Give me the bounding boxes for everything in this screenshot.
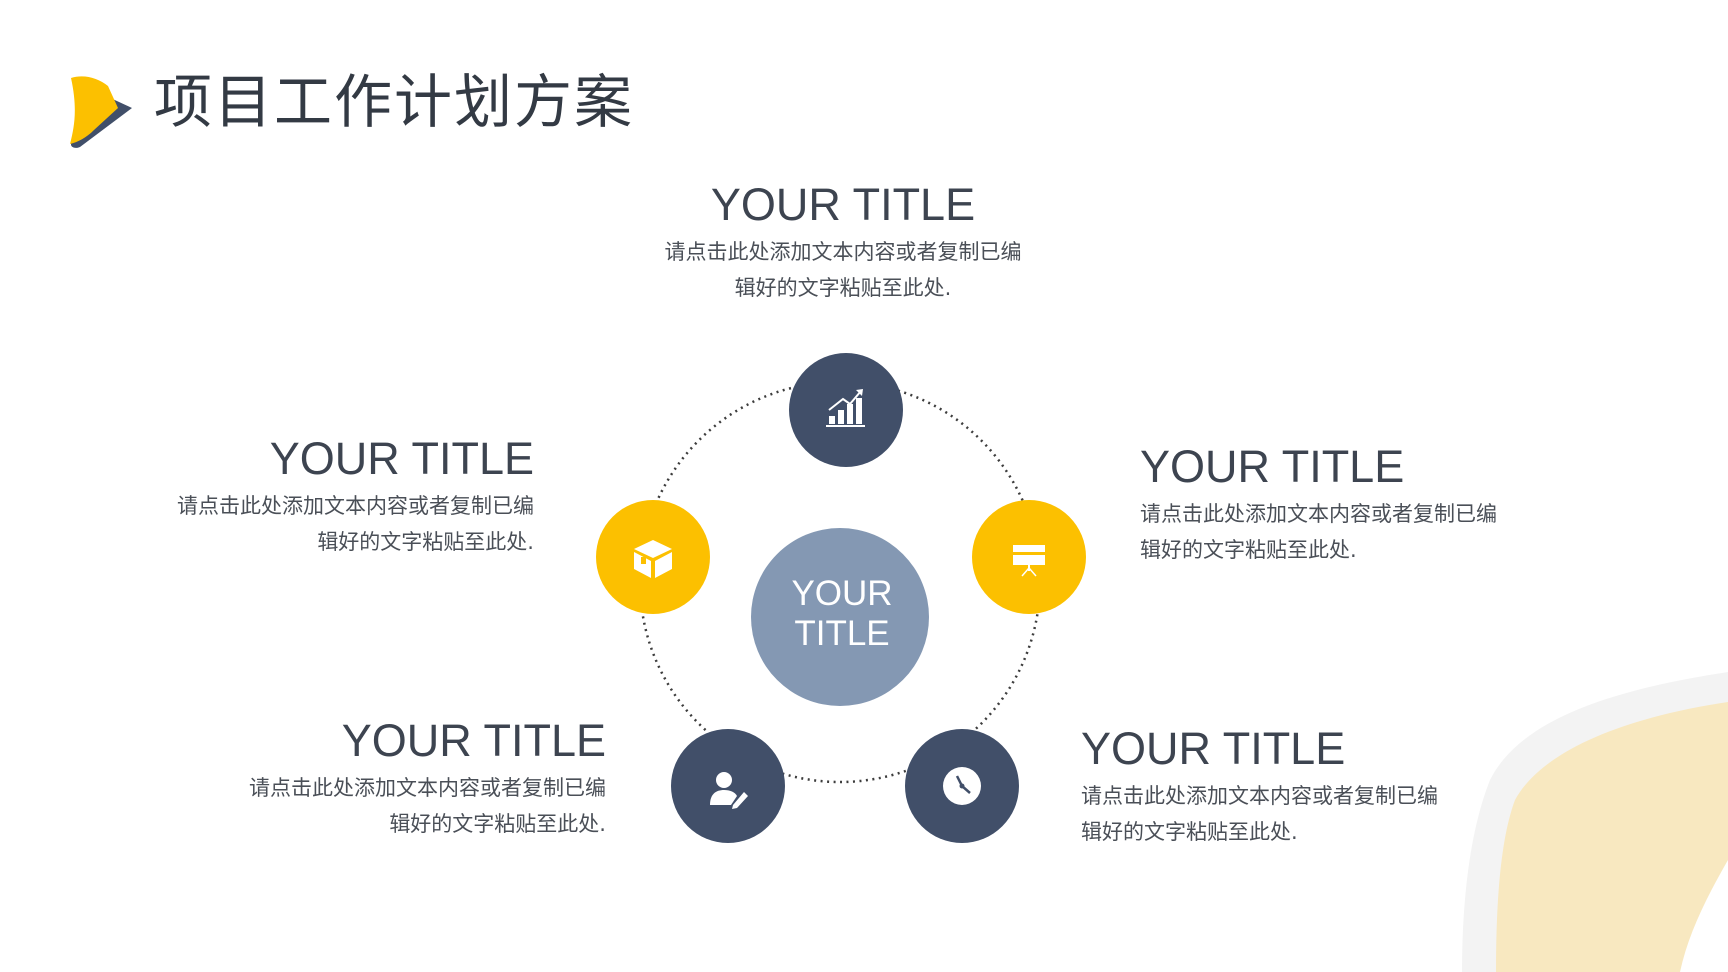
block-title: YOUR TITLE (710, 179, 976, 230)
description-line: 辑好的文字粘贴至此处. (1081, 820, 1298, 844)
description-line: 辑好的文字粘贴至此处. (1140, 538, 1357, 562)
block-description: 请点击此处添加文本内容或者复制已编 辑好的文字粘贴至此处. (658, 234, 1028, 306)
block-description: 请点击此处添加文本内容或者复制已编 辑好的文字粘贴至此处. (160, 488, 534, 560)
description-line: 辑好的文字粘贴至此处. (317, 530, 534, 554)
text-block-bottom-right: YOUR TITLE 请点击此处添加文本内容或者复制已编 辑好的文字粘贴至此处. (1081, 724, 1481, 850)
description-line: 请点击此处添加文本内容或者复制已编 (177, 494, 534, 518)
center-title-line2: TITLE (794, 614, 890, 653)
center-circle (751, 528, 929, 706)
node-right (972, 500, 1086, 614)
bar-chart-icon (826, 389, 865, 427)
description-line: 辑好的文字粘贴至此处. (389, 812, 606, 836)
center-title-line1: YOUR (791, 574, 893, 613)
description-line: 辑好的文字粘贴至此处. (734, 276, 952, 300)
node-bottom-right (905, 729, 1019, 843)
description-line: 请点击此处添加文本内容或者复制已编 (249, 776, 606, 800)
block-description: 请点击此处添加文本内容或者复制已编 辑好的文字粘贴至此处. (1081, 778, 1481, 850)
text-block-right: YOUR TITLE 请点击此处添加文本内容或者复制已编 辑好的文字粘贴至此处. (1140, 442, 1540, 568)
center-title: YOUR TITLE (752, 574, 932, 654)
block-title: YOUR TITLE (1140, 441, 1405, 492)
description-line: 请点击此处添加文本内容或者复制已编 (664, 240, 1022, 264)
logo-chevron-icon (70, 76, 132, 148)
block-description: 请点击此处添加文本内容或者复制已编 辑好的文字粘贴至此处. (232, 770, 606, 842)
user-edit-icon (710, 772, 748, 809)
text-block-top: YOUR TITLE 请点击此处添加文本内容或者复制已编 辑好的文字粘贴至此处. (658, 180, 1028, 306)
text-block-left: YOUR TITLE 请点击此处添加文本内容或者复制已编 辑好的文字粘贴至此处. (160, 434, 534, 560)
decor-blob-inner-slice (1680, 860, 1728, 972)
presentation-board-icon (1011, 545, 1047, 577)
description-line: 请点击此处添加文本内容或者复制已编 (1140, 502, 1497, 526)
block-description: 请点击此处添加文本内容或者复制已编 辑好的文字粘贴至此处. (1140, 496, 1540, 568)
clock-icon (943, 767, 981, 805)
node-top (789, 353, 903, 467)
node-bottom-left (671, 729, 785, 843)
decor-blob-inner (1496, 702, 1728, 972)
box-icon (634, 540, 672, 578)
block-title: YOUR TITLE (1081, 723, 1346, 774)
page-title: 项目工作计划方案 (154, 68, 635, 136)
block-title: YOUR TITLE (269, 433, 534, 484)
block-title: YOUR TITLE (341, 715, 606, 766)
node-left (596, 500, 710, 614)
text-block-bottom-left: YOUR TITLE 请点击此处添加文本内容或者复制已编 辑好的文字粘贴至此处. (232, 716, 606, 842)
description-line: 请点击此处添加文本内容或者复制已编 (1081, 784, 1438, 808)
